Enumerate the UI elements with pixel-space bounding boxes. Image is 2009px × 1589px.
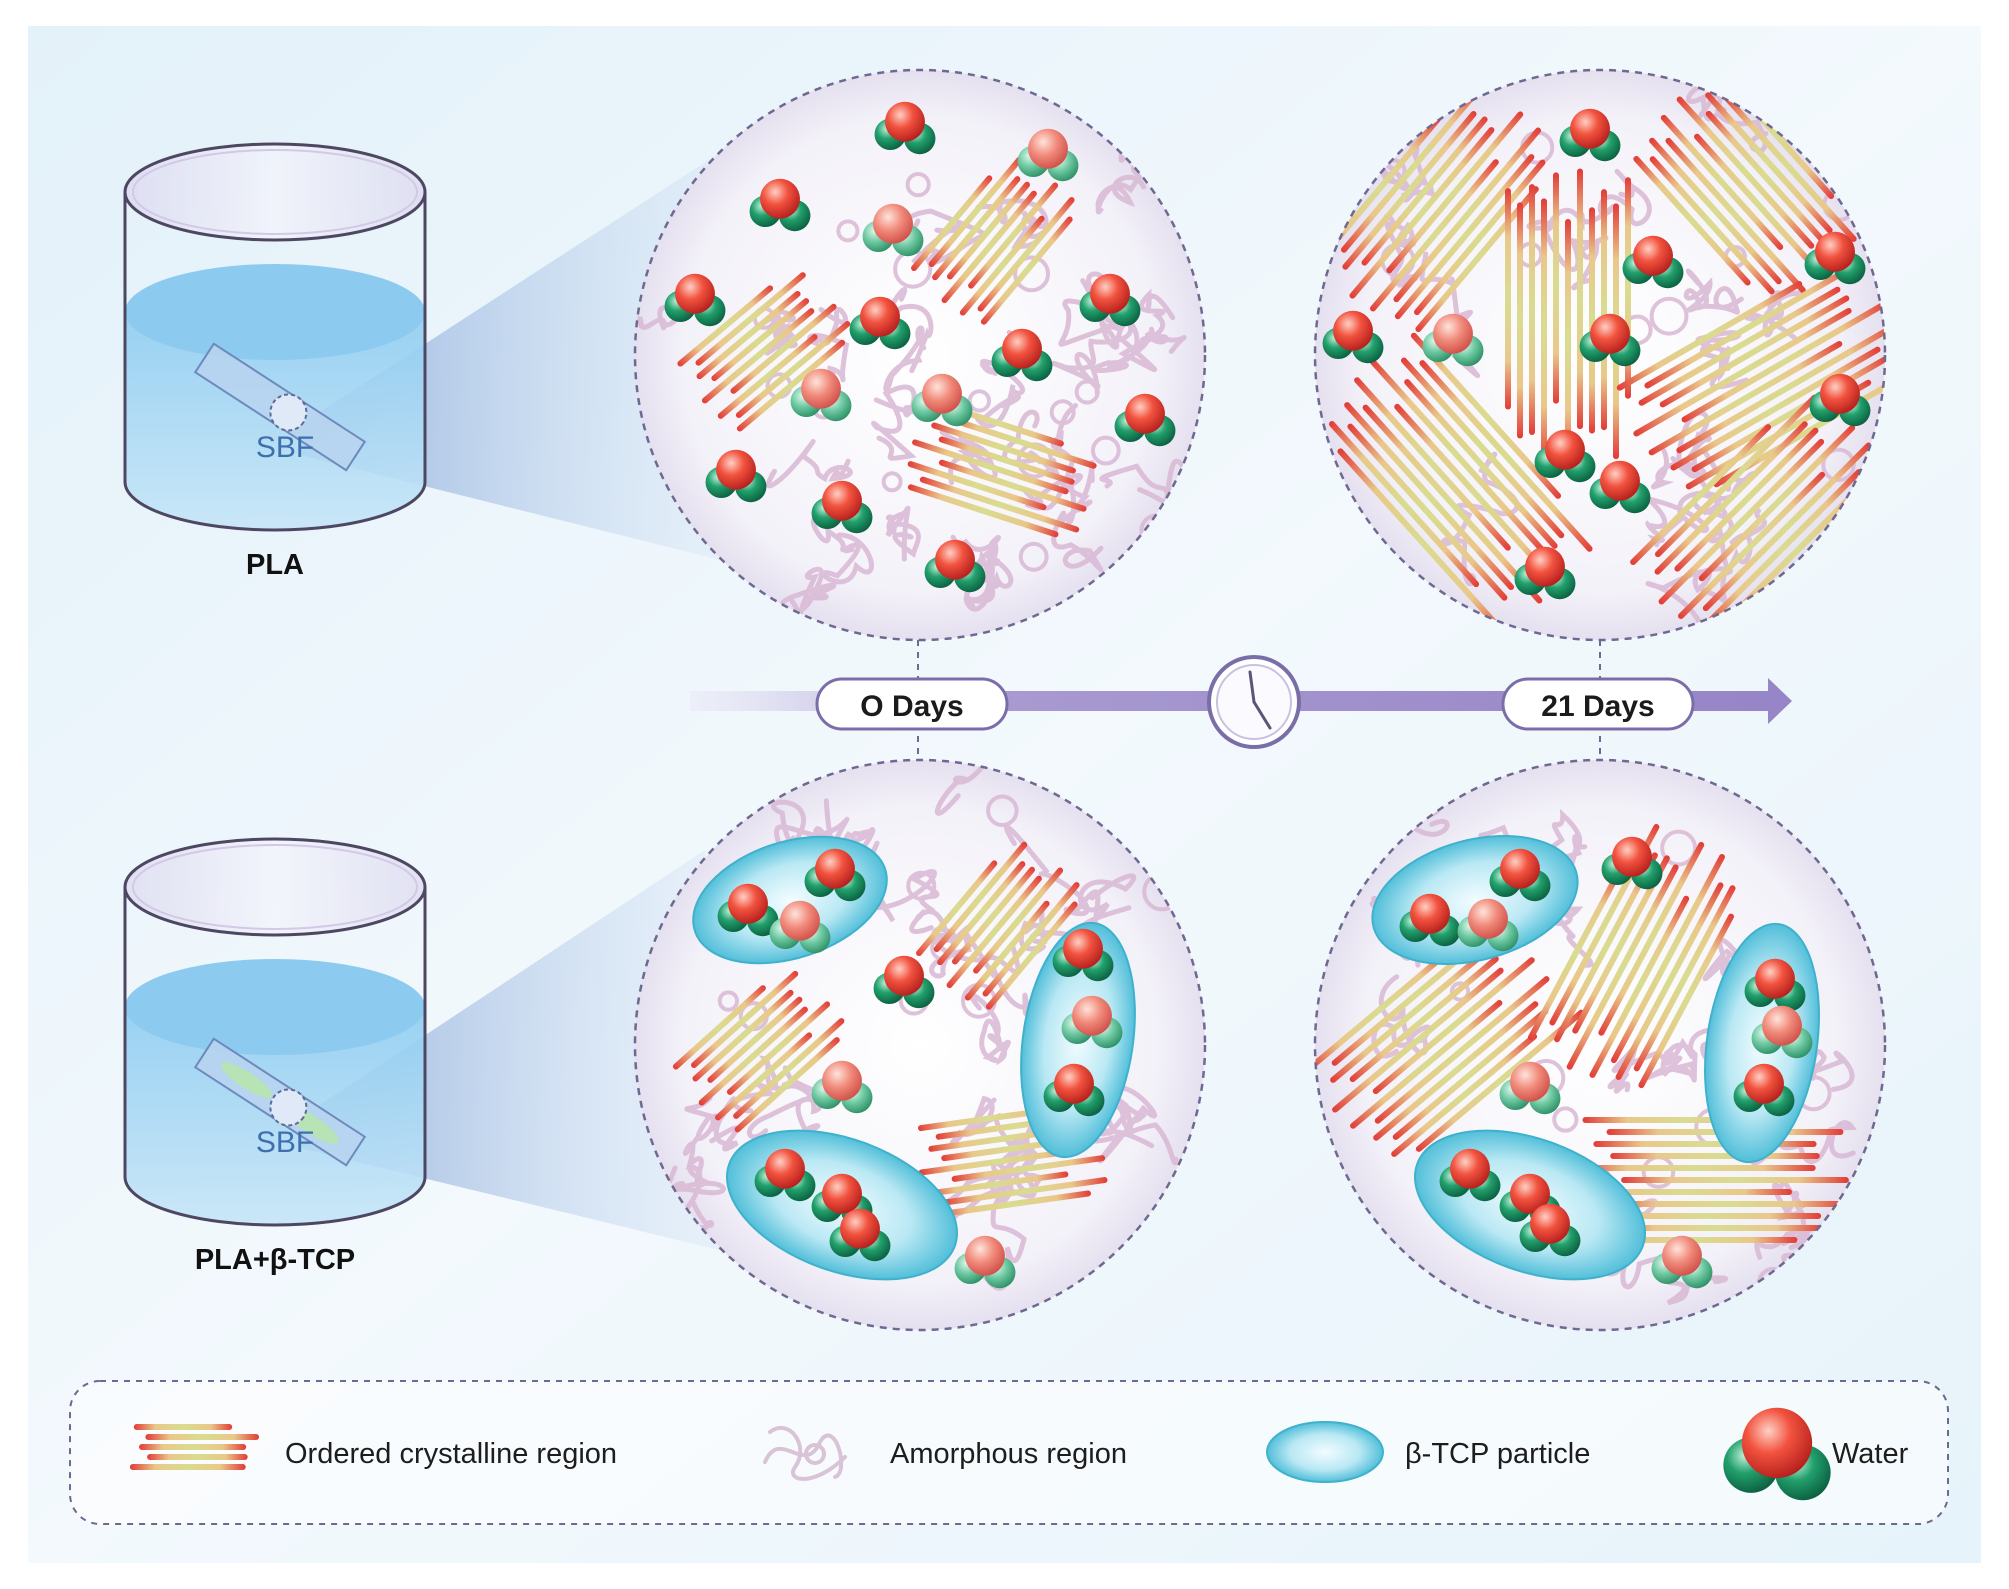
water-molecule: [1579, 313, 1641, 367]
beakers: SBF PLA SBF PLA+β-TCP: [123, 142, 427, 1276]
water-molecule: [1519, 1203, 1581, 1257]
water-molecule: [1804, 231, 1866, 285]
water-molecule: [1589, 460, 1651, 514]
crystalline-bundle: [1616, 262, 1885, 490]
water-molecule: [1399, 893, 1461, 947]
crystalline-icon-bundle: [129, 1424, 260, 1470]
water-molecule: [1489, 848, 1551, 902]
legend-label: Water: [1832, 1438, 1909, 1470]
water-molecule: [849, 296, 911, 350]
water-molecule: [1514, 546, 1576, 600]
water-molecule: [1079, 273, 1141, 327]
crystalline-bundle: [1527, 824, 1736, 1089]
water-molecule: [1043, 1063, 1105, 1117]
water-molecule: [1751, 1005, 1813, 1059]
water-molecule: [664, 273, 726, 327]
sample-slab: [193, 1037, 367, 1167]
water-molecule: [1439, 1148, 1501, 1202]
timeline-end-label: 21 Days: [1541, 690, 1654, 723]
view-pla-tcp-day0: [633, 758, 1207, 1332]
water-molecule: [1559, 108, 1621, 162]
water-molecule: [1061, 995, 1123, 1049]
water-molecule: [790, 368, 852, 422]
view-pla-tcp-day21: [1313, 758, 1887, 1332]
timeline-end-pill: 21 Days: [1501, 677, 1695, 731]
water-molecule: [1733, 1063, 1795, 1117]
amorphous-icon: [763, 1425, 847, 1481]
water-molecule: [811, 1060, 873, 1114]
crystalline-bundle: [677, 272, 851, 432]
crystalline-bundle: [911, 156, 1075, 325]
water-molecule: [1744, 958, 1806, 1012]
water-molecule: [705, 449, 767, 503]
water-molecule: [1809, 373, 1871, 427]
crystalline-icon: [129, 1424, 260, 1470]
legend-label: Amorphous region: [890, 1438, 1127, 1470]
timeline: O Days 21 Days: [690, 640, 1792, 780]
timeline-start-pill: O Days: [815, 677, 1009, 731]
legend-frame: [69, 1380, 1949, 1525]
water-molecule: [873, 955, 935, 1009]
crystalline-bundle: [1633, 70, 1857, 295]
water-molecule: [1622, 235, 1684, 289]
view-pla-day0: [633, 68, 1207, 642]
sample-label: PLA: [246, 549, 304, 581]
water-molecule: [954, 1235, 1016, 1289]
water-molecule: [1651, 1235, 1713, 1289]
water-molecule: [1322, 310, 1384, 364]
tcp-particle-icon: [1266, 1421, 1384, 1483]
water-icon: [1723, 1407, 1831, 1501]
water-molecule: [804, 848, 866, 902]
magnified-views: [633, 68, 1887, 1332]
water-molecule: [1499, 1061, 1561, 1115]
water-molecule: [1723, 1407, 1831, 1501]
legend-label: Ordered crystalline region: [285, 1438, 617, 1470]
legend-item: β-TCP particle: [1266, 1421, 1590, 1483]
crystalline-bundle: [916, 841, 1080, 1010]
water-molecule: [769, 900, 831, 954]
view-pla-day21: [1313, 68, 1887, 642]
crystalline-bundle: [1315, 923, 1585, 1157]
water-molecule: [1017, 128, 1079, 182]
crystalline-bundle: [672, 970, 845, 1133]
water-molecule: [1601, 836, 1663, 890]
water-molecule: [829, 1208, 891, 1262]
legend-item: Amorphous region: [763, 1425, 1127, 1481]
sample-slab: [193, 342, 367, 472]
water-molecule: [862, 203, 924, 257]
water-molecule: [1457, 898, 1519, 952]
water-molecule: [874, 101, 936, 155]
water-molecule: [1534, 429, 1596, 483]
beaker-pla-tcp: SBF PLA+β-TCP: [123, 837, 427, 1276]
water-molecule: [1422, 313, 1484, 367]
crystalline-bundle: [907, 399, 1097, 538]
water-molecule: [754, 1148, 816, 1202]
water-molecule: [811, 480, 873, 534]
crystalline-bundle: [1328, 332, 1593, 640]
water-molecule: [1114, 393, 1176, 447]
legend: Ordered crystalline region Amorphous regi…: [69, 1380, 1949, 1525]
water-molecule: [749, 178, 811, 232]
water-molecule: [1052, 928, 1114, 982]
water-molecule: [911, 373, 973, 427]
solution-label: SBF: [256, 431, 314, 464]
timeline-arrow-head: [1768, 678, 1792, 724]
beaker-pla: SBF PLA: [123, 142, 427, 581]
timeline-start-label: O Days: [860, 690, 963, 723]
solution-label: SBF: [256, 1126, 314, 1159]
legend-item: Water: [1723, 1407, 1909, 1501]
sample-label: PLA+β-TCP: [195, 1244, 355, 1276]
clock-icon: [1207, 655, 1301, 749]
legend-item: Ordered crystalline region: [129, 1424, 617, 1470]
water-molecule: [991, 328, 1053, 382]
water-molecule: [924, 539, 986, 593]
legend-label: β-TCP particle: [1405, 1438, 1590, 1470]
